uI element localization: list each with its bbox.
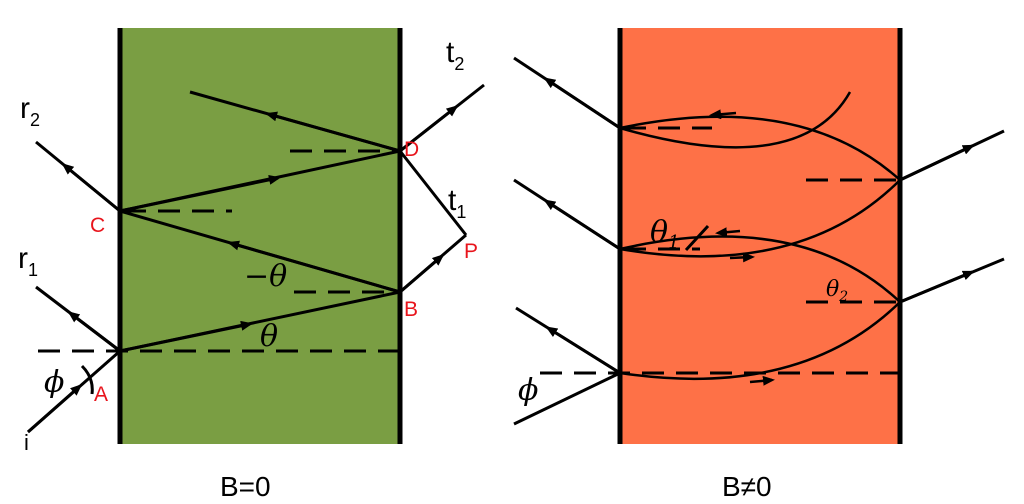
r1-label: r1 [18,242,38,280]
point-c-label: C [90,214,105,237]
curve-left-middle-to-right-upper [619,179,901,258]
point-p-label: P [464,240,478,263]
phi-label-left: ϕ [44,365,64,400]
t1-arrow [399,254,445,294]
t2-arrow [399,105,459,153]
point-a-label: A [94,383,108,406]
incident-ray-arrow [27,384,83,434]
theta2-label: θ2 [826,277,848,305]
incident-ray-right [513,371,621,426]
right-caption: B≠0 [722,471,772,502]
right-straight-rays [513,56,1005,426]
curve-arrow-3 [729,252,755,263]
right-curve-arrows [709,109,775,386]
right-curved-rays [619,91,901,381]
curve-left-upper-exit [619,91,852,149]
point-d-label: D [404,138,419,161]
r2-label: r2 [20,92,40,130]
lower-transmit-arrow [899,270,975,304]
left-rays [27,83,485,434]
left-slab [120,28,400,444]
neg-theta-label: −θ [244,259,287,294]
t2-label: t2 [446,36,464,74]
t1-label: t1 [448,184,466,222]
d-back-arrow [265,111,401,153]
theta-label: θ [260,319,278,354]
left-normals [38,149,400,353]
left-panel: ϕ θ −θ r1 r2 t1 t2 i A B C D P B=0 [18,28,485,502]
middle-reflect-arrow [543,199,621,251]
left-caption: B=0 [220,471,271,502]
a-b-arrow [119,320,253,353]
point-b-label: B [404,298,418,321]
curve-entry-to-right-lower [619,301,901,381]
curve-arrow-1 [749,375,775,386]
curve-right-lower-to-left-middle [619,235,901,303]
phi-arc-left [80,364,94,395]
curve-arrow-2 [715,227,741,238]
upper-transmit-arrow [899,144,975,182]
curve-right-upper-to-left-upper [619,115,901,181]
phi-label-right: ϕ [518,373,538,408]
curve-arrow-4 [709,109,737,120]
theta1-label: θ1 [650,215,680,253]
theta1-angle-mark [684,224,710,252]
wavefront-d-p [398,150,468,236]
upper-reflect-arrow [543,77,621,130]
b-c-arrow [227,240,401,294]
r1-arrow [67,311,121,353]
lower-reflect-arrow [545,326,621,375]
i-label: i [24,430,29,455]
right-normals [540,126,904,375]
c-d-arrow [119,174,281,213]
right-slab [620,28,900,444]
right-panel: ϕ θ1 θ2 B≠0 [513,28,1005,502]
r2-arrow [61,163,121,213]
